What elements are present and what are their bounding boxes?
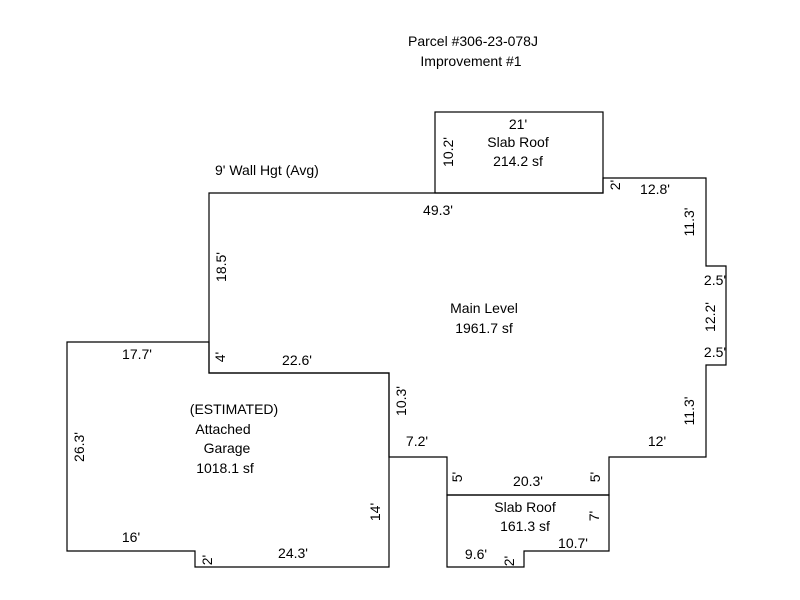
- right-12-2-dim: 12.2': [702, 302, 718, 332]
- slab-bottom-right-dim: 7': [586, 511, 602, 521]
- step-7-2-dim: 7.2': [406, 433, 428, 449]
- garage-outline: [66, 341, 390, 568]
- slab-bottom-9-6-dim: 9.6': [465, 546, 487, 562]
- garage-name-line1: Attached: [195, 421, 250, 437]
- slab-top-name: Slab Roof: [487, 134, 549, 150]
- right-step-2-dim: 2': [607, 180, 623, 190]
- garage-area: 1018.1 sf: [196, 460, 254, 476]
- improvement-label: Improvement #1: [420, 53, 521, 69]
- slab-top-area: 214.2 sf: [493, 153, 543, 169]
- right-12-dim: 12': [648, 433, 666, 449]
- right-12-8-dim: 12.8': [640, 181, 670, 197]
- slab-bottom-2-dim: 2': [501, 556, 517, 566]
- main-top-dim: 49.3': [423, 202, 453, 218]
- step-4-dim: 4': [212, 352, 228, 362]
- right-2-5-top-dim: 2.5': [704, 272, 726, 288]
- slab-bottom-area: 161.3 sf: [500, 518, 550, 534]
- step-22-6-dim: 22.6': [282, 352, 312, 368]
- right-11-3-bottom-dim: 11.3': [681, 397, 697, 426]
- parcel-number: Parcel #306-23-078J: [408, 33, 538, 49]
- bottom-5-left-dim: 5': [449, 472, 465, 482]
- bottom-20-3-dim: 20.3': [513, 473, 543, 489]
- step-10-3-dim: 10.3': [393, 386, 409, 416]
- right-11-3-top-dim: 11.3': [681, 208, 697, 237]
- wall-height-note: 9' Wall Hgt (Avg): [215, 162, 319, 178]
- main-left-dim: 18.5': [213, 252, 229, 282]
- slab-top-height-dim: 10.2': [440, 137, 456, 167]
- main-level-name: Main Level: [450, 300, 518, 316]
- garage-left-dim: 26.3': [71, 432, 87, 462]
- garage-estimated: (ESTIMATED): [190, 401, 278, 417]
- slab-bottom-10-7-dim: 10.7': [558, 535, 588, 551]
- right-5-dim: 5': [587, 472, 603, 482]
- garage-right-dim: 14': [367, 503, 383, 521]
- garage-name-line2: Garage: [204, 440, 251, 456]
- garage-step-2-dim: 2': [199, 555, 215, 565]
- garage-bottom-left-dim: 16': [122, 529, 140, 545]
- slab-top-width-dim: 21': [509, 116, 527, 132]
- slab-roof-bottom-outline: [446, 494, 610, 568]
- slab-bottom-name: Slab Roof: [494, 499, 556, 515]
- right-2-5-bottom-dim: 2.5': [704, 344, 726, 360]
- garage-bottom-dim: 24.3': [278, 545, 308, 561]
- garage-top-dim: 17.7': [122, 346, 152, 362]
- main-level-area: 1961.7 sf: [455, 320, 513, 336]
